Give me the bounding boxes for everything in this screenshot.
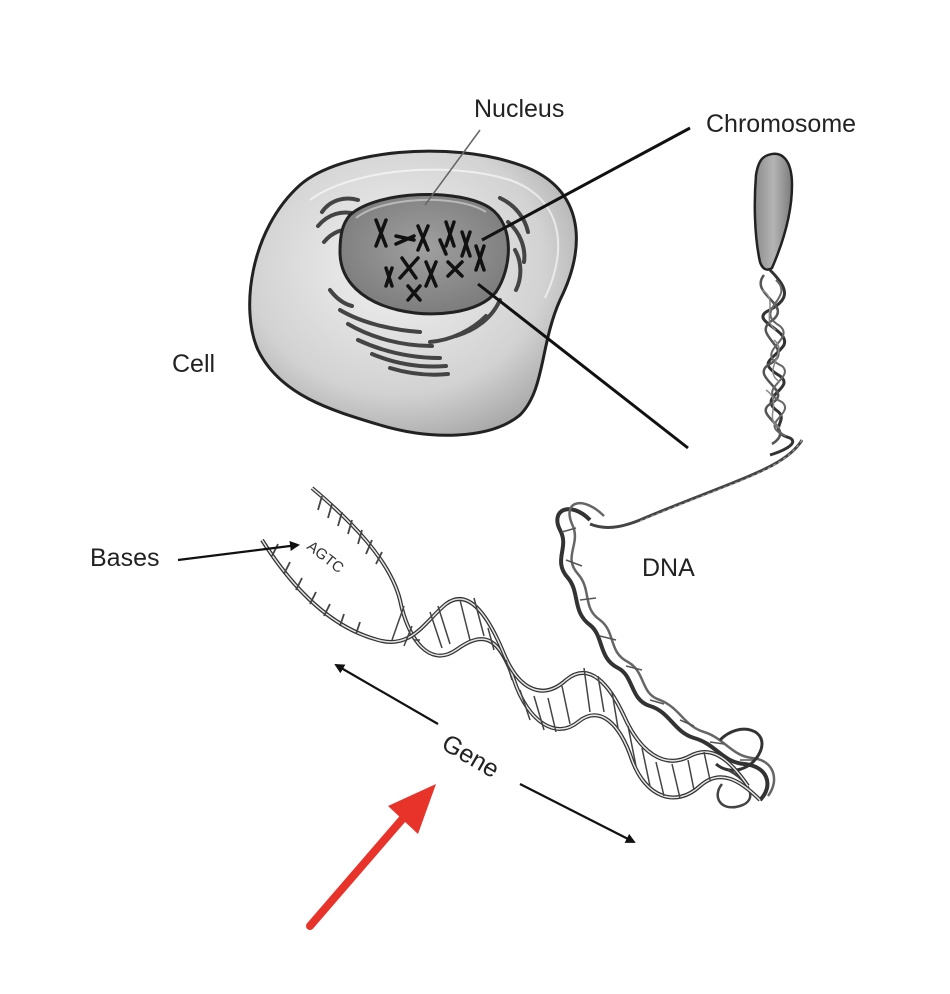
bases-arrow (177, 541, 300, 562)
bases-label: Bases (90, 544, 159, 572)
nucleus (338, 192, 510, 316)
gene-arrow-right (519, 783, 636, 843)
chromosome-arm (753, 152, 794, 271)
nucleus-pointer-line (424, 129, 481, 206)
chromosome (753, 152, 794, 457)
dna-coiled-strand (555, 501, 776, 809)
dna-label: DNA (642, 554, 695, 582)
chromosome-pointer-line (481, 126, 691, 242)
nucleus-label: Nucleus (474, 95, 564, 123)
chromosomes-in-nucleus (374, 218, 486, 302)
red-pointer-arrow (306, 784, 436, 930)
dna-double-helix (260, 486, 762, 802)
gene-arrow-left (334, 663, 439, 725)
cell-label: Cell (172, 350, 215, 378)
chromosome-label: Chromosome (706, 110, 856, 138)
base-letters-label: AGTC (304, 538, 347, 577)
dna-pointer-line (477, 282, 689, 450)
condensed-chromatin (761, 268, 794, 457)
cell (248, 149, 578, 437)
dna-linker-strand (589, 439, 804, 529)
gene-label: Gene (437, 729, 504, 784)
